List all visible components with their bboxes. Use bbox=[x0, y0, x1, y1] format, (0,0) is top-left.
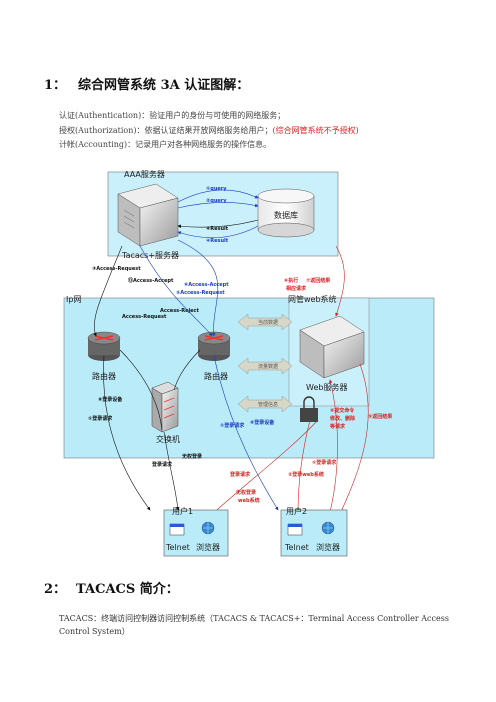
return-result-2-label: ⑨返回结果 bbox=[368, 413, 393, 420]
query-2-label: ②query bbox=[206, 198, 227, 204]
section1-number: 1： bbox=[44, 78, 67, 93]
tacacs-server-label: Tacacs+服务器 bbox=[121, 250, 179, 260]
user-2-box bbox=[280, 509, 348, 557]
submit-cmd-label: ⑧提交命令 bbox=[330, 407, 355, 414]
access-accept-left-label: ⑬Access-Accept bbox=[128, 277, 174, 284]
login-request-1-label: ①登录请求 bbox=[88, 415, 113, 422]
section1-heading: 1： 综合网管系统 3A 认证图解： bbox=[44, 74, 249, 93]
result-2-label: ④Result bbox=[206, 238, 229, 244]
access-reject-mid-label: Access-Reject bbox=[160, 308, 200, 314]
router-2-label: 路由器 bbox=[204, 371, 228, 381]
access-request-mid-label: Access-Request bbox=[122, 314, 167, 320]
rule-request-label: 相应请求 bbox=[286, 285, 307, 292]
definition-accounting: 计帐(Accounting)：记录用户对各种网络服务的操作信息。 bbox=[59, 140, 272, 149]
authorization-note: (综合网管系统不予授权) bbox=[272, 126, 359, 135]
switch-icon bbox=[151, 381, 179, 433]
ip-network-label: Ip网 bbox=[66, 295, 81, 304]
router-1-icon bbox=[87, 331, 121, 361]
query-1-label: ①query bbox=[206, 186, 227, 192]
web-system-box bbox=[288, 297, 370, 407]
login-device-1-label: ⑧登录设备 bbox=[98, 396, 123, 403]
aaa-server-box bbox=[107, 171, 339, 257]
user-1-box bbox=[163, 509, 229, 557]
browser-2-icon bbox=[321, 521, 335, 535]
wait-req-label: 等请求 bbox=[330, 423, 346, 430]
router-1-label: 路由器 bbox=[92, 371, 116, 381]
login-request-2-label: ①登录请求 bbox=[220, 422, 245, 429]
user-1-label: 用户1 bbox=[172, 506, 193, 516]
definition-authentication: 认证(Authentication)：验证用户的身份与可使用的网络服务； bbox=[59, 111, 286, 120]
result-1-label: ④Result bbox=[206, 226, 229, 232]
no-right-web-2-label: web系统 bbox=[238, 497, 260, 504]
section2-title: TACACS 简介： bbox=[76, 582, 179, 597]
arrow-flow-label: 流量数据 bbox=[258, 363, 278, 370]
definition-authorization: 授权(Authorization)：依据认证结果开放网络服务给用户；(综合网管系… bbox=[59, 125, 359, 136]
access-request-left-label: ③Access-Request bbox=[92, 266, 141, 272]
browser-1-label: 浏览器 bbox=[196, 542, 220, 552]
telnet-2-icon bbox=[287, 523, 303, 536]
telnet-2-label: Telnet bbox=[284, 543, 309, 552]
user-2-label: 用户2 bbox=[286, 506, 307, 516]
browser-1-icon bbox=[201, 521, 215, 535]
access-request-right-label: ⑤Access-Request bbox=[176, 290, 225, 296]
mgmt-arrow: 管理信息 bbox=[237, 395, 293, 413]
telnet-1-icon bbox=[169, 523, 185, 536]
access-accept-right-label: ⑥Access-Accept bbox=[184, 282, 229, 288]
exec-result-label: ⑥执行 bbox=[284, 277, 298, 284]
authorization-main: 授权(Authorization)：依据认证结果开放网络服务给用户； bbox=[59, 126, 273, 135]
telnet-1-label: Telnet bbox=[165, 543, 190, 552]
no-right-login-label: 无权登录 bbox=[181, 453, 202, 460]
tacacs-server-icon bbox=[117, 183, 179, 247]
lock-icon bbox=[300, 396, 318, 422]
login-web-label: ②登录web系统 bbox=[288, 471, 324, 478]
database-label: 数据库 bbox=[274, 210, 298, 220]
arrow-data-label: 当前数据 bbox=[258, 319, 278, 326]
login-request-4-label: 登录请求 bbox=[229, 471, 251, 478]
login-request-3-label: 登录请求 bbox=[151, 461, 173, 468]
login-device-2-label: ⑧登录设备 bbox=[250, 419, 275, 426]
browser-2-label: 浏览器 bbox=[316, 542, 340, 552]
login-request-5-label: ①登录请求 bbox=[312, 459, 337, 466]
aaa-server-label: AAA服务器 bbox=[124, 169, 165, 179]
router-2-icon bbox=[197, 331, 231, 361]
section2-heading: 2： TACACS 简介： bbox=[44, 578, 179, 597]
section1-title: 综合网管系统 3A 认证图解： bbox=[78, 78, 250, 93]
tacacs-description: TACACS：终端访问控制器访问控制系统（TACACS & TACACS+：Te… bbox=[59, 614, 449, 636]
web-server-icon bbox=[299, 315, 365, 379]
ip-network-box bbox=[63, 297, 435, 459]
flow-arrow: 流量数据 bbox=[237, 357, 293, 375]
web-system-label: 网管web系统 bbox=[288, 294, 337, 304]
no-right-web-1-label: 无权登录 bbox=[235, 489, 256, 496]
section2-number: 2： bbox=[44, 582, 67, 597]
data-arrow: 当前数据 bbox=[237, 313, 293, 331]
return-result-label: ⑦返回结果 bbox=[306, 277, 331, 284]
switch-label: 交换机 bbox=[156, 434, 180, 444]
web-server-label: Web服务器 bbox=[306, 382, 347, 392]
database-icon bbox=[257, 188, 315, 238]
modify-label: 修改、删除 bbox=[329, 415, 356, 422]
arrow-mgmt-label: 管理信息 bbox=[258, 401, 278, 408]
